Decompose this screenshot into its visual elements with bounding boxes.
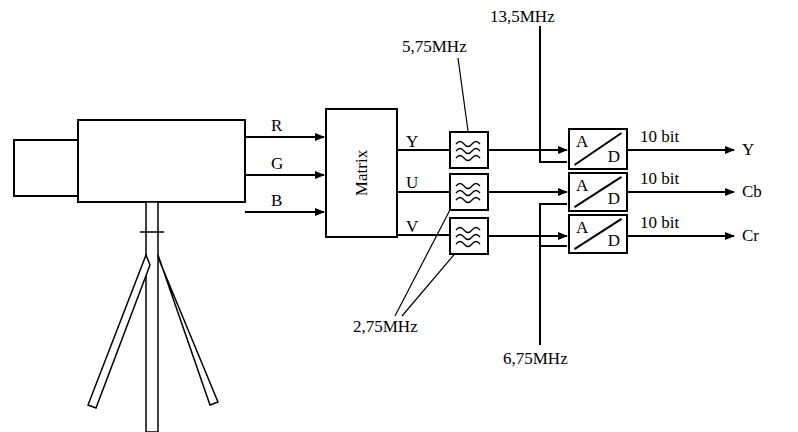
signal-label: 6,75MHz xyxy=(503,350,568,367)
box-label: A xyxy=(576,133,588,150)
signal-label: G xyxy=(271,155,283,172)
signal-label: 10 bit xyxy=(640,128,679,145)
signal-label: R xyxy=(271,117,282,134)
signal-label: 10 bit xyxy=(640,170,679,187)
rgb-wires xyxy=(245,137,324,212)
lowpass-filter xyxy=(450,132,488,168)
edge-label: U xyxy=(406,174,418,191)
matrix-box: Matrix xyxy=(325,108,398,238)
camera-lens xyxy=(14,140,78,196)
output-wires xyxy=(628,150,734,236)
lowpass-filter xyxy=(450,218,488,254)
signal-label: 5,75MHz xyxy=(402,38,467,55)
signal-label: Cb xyxy=(742,183,762,200)
box-label: D xyxy=(608,148,620,165)
edge-label: V xyxy=(406,218,418,235)
signal-label: 13,5MHz xyxy=(490,8,555,25)
box-label: D xyxy=(608,232,620,249)
signal-label: Cr xyxy=(742,227,759,244)
tripod xyxy=(88,202,218,432)
converter-box: AD xyxy=(568,172,628,212)
edge-label: Y xyxy=(406,133,418,150)
signal-label: Y xyxy=(742,141,754,158)
clock-lines xyxy=(540,26,567,345)
signal-label: 10 bit xyxy=(640,214,679,231)
box-label: Matrix xyxy=(352,150,372,196)
lowpass-filter xyxy=(450,174,488,210)
camera-body xyxy=(78,120,245,202)
box-label: A xyxy=(576,219,588,236)
converter-box: AD xyxy=(568,128,628,170)
signal-label: B xyxy=(271,192,282,209)
box-label: D xyxy=(608,190,620,207)
converter-box: AD xyxy=(568,214,628,254)
box-label: A xyxy=(576,177,588,194)
signal-label: 2,75MHz xyxy=(353,318,418,335)
